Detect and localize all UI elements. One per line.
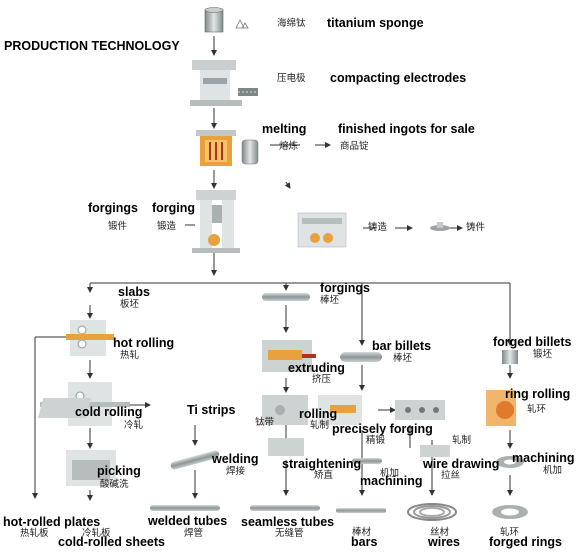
forged-billets-cn: 锻坯 xyxy=(533,349,553,360)
straightening-cn: 矫直 xyxy=(314,470,334,481)
machining1-cn: 机加 xyxy=(380,468,400,479)
machined-bar xyxy=(352,458,382,464)
ingots-label: finished ingots for sale xyxy=(338,122,475,136)
forged-rings-label: forged rings xyxy=(489,535,562,549)
rolling-cn: 轧制 xyxy=(310,420,330,431)
melting-cn: 熔炼 xyxy=(279,141,299,152)
cold-sheets-cn: 冷轧板 xyxy=(82,528,111,539)
picking-cn: 酸碱洗 xyxy=(100,479,129,490)
bar-rolling-mill-2 xyxy=(395,400,445,420)
seamless-tubes-cn: 无缝管 xyxy=(275,528,304,539)
cold-rolling-label: cold rolling xyxy=(75,405,143,419)
machining-ring xyxy=(496,456,524,468)
melting-label: melting xyxy=(262,122,307,136)
forgings-label: forgings xyxy=(88,201,138,215)
machining2-cn: 机加 xyxy=(543,465,563,476)
extruding-label: extruding xyxy=(288,361,345,375)
seamless-tubes-label: seamless tubes xyxy=(241,515,335,529)
melting-furnace xyxy=(196,130,259,166)
forging-cn: 锻造 xyxy=(157,221,177,232)
wire-coil xyxy=(407,503,457,521)
page-title: PRODUCTION TECHNOLOGY xyxy=(4,39,180,53)
ti-strip-rolls xyxy=(37,398,92,418)
forged-ring-product xyxy=(492,505,528,519)
forged-billet xyxy=(502,350,518,364)
forgings2-cn: 棒坯 xyxy=(320,295,340,306)
titanium-sponge-label: titanium sponge xyxy=(327,16,424,30)
machining1-label: machining xyxy=(360,474,423,488)
ti-strips-label: Ti strips xyxy=(187,403,236,417)
forgings-cn: 锻件 xyxy=(108,221,128,232)
forging-label: forging xyxy=(152,201,196,215)
picking-label: picking xyxy=(97,464,141,478)
ingots-cn: 商品锭 xyxy=(340,141,369,152)
ring-rolling-cn: 轧环 xyxy=(527,404,547,415)
forged-rings-cn: 轧环 xyxy=(500,527,520,538)
extruding-cn: 挤压 xyxy=(312,374,332,385)
straightening-label: straightening xyxy=(282,457,362,471)
compacting-press xyxy=(190,60,258,106)
castings-cn: 铸件 xyxy=(466,222,486,233)
wires-cn: 丝材 xyxy=(430,527,450,538)
hot-rolling-mill xyxy=(66,320,114,356)
wire-drawing-machine xyxy=(420,445,450,457)
picking-tank xyxy=(66,450,116,486)
welding-cn: 焊接 xyxy=(226,466,246,477)
cold-sheets-label: cold-rolled sheets xyxy=(58,535,165,549)
bar-billets-label: bar billets xyxy=(372,339,432,353)
ring-rolling-machine xyxy=(486,390,516,426)
hot-rolling-cn: 热轧 xyxy=(120,350,140,361)
compacting-label: compacting electrodes xyxy=(330,71,467,85)
hot-plates-label: hot-rolled plates xyxy=(3,515,101,529)
machining2-label: machining xyxy=(512,451,575,465)
bar-billets-cn: 棒坯 xyxy=(393,353,413,364)
bar-rolling-mill xyxy=(262,395,308,425)
forging-bar xyxy=(262,293,310,301)
bar-product xyxy=(336,508,386,513)
casting-machine xyxy=(297,212,347,248)
wire-drawing-label: wire drawing xyxy=(423,457,500,471)
cold-rolling-cn: 冷轧 xyxy=(124,420,144,431)
bars-label: bars xyxy=(351,535,378,549)
welded-tubes-label: welded tubes xyxy=(148,514,228,528)
forging-machine xyxy=(192,190,240,253)
wires-label: wires xyxy=(428,535,460,549)
welded-tube xyxy=(150,505,220,511)
seamless-tube xyxy=(250,505,320,511)
forgings2-label: forgings xyxy=(320,281,370,295)
bars-cn: 棒材 xyxy=(352,527,372,538)
welding-label: welding xyxy=(212,452,259,466)
rolling-label: rolling xyxy=(299,407,338,421)
slabs-cn: 板坯 xyxy=(120,299,140,310)
titanium-sponge-drum xyxy=(204,7,249,33)
slabs-label: slabs xyxy=(118,285,150,299)
forged-billets-label: forged billets xyxy=(493,335,572,349)
bar-billet xyxy=(340,352,382,362)
hot-plates-cn: 热轧板 xyxy=(20,528,49,539)
wire-drawing-cn: 拉丝 xyxy=(441,470,461,481)
flow-lines xyxy=(32,36,513,501)
precise-forging-machine xyxy=(318,395,362,425)
castings-part xyxy=(430,222,450,231)
casting-cn: 铸造 xyxy=(368,222,388,233)
hot-rolling-label: hot rolling xyxy=(113,336,175,350)
welding-tube xyxy=(170,450,220,470)
extruder xyxy=(262,340,316,372)
ring-rolling-label: ring rolling xyxy=(505,387,571,401)
rolling2-cn: 轧制 xyxy=(452,435,472,446)
compacting-cn: 压电极 xyxy=(277,73,306,84)
straightening-machine xyxy=(268,438,304,456)
precise-forging-label: precisely forging xyxy=(332,422,433,436)
ti-strips-cn: 钛带 xyxy=(255,417,275,428)
welded-tubes-cn: 焊管 xyxy=(184,528,204,539)
titanium-sponge-cn: 海绵钛 xyxy=(277,18,306,29)
precise-forging-cn: 精锻 xyxy=(366,435,386,446)
